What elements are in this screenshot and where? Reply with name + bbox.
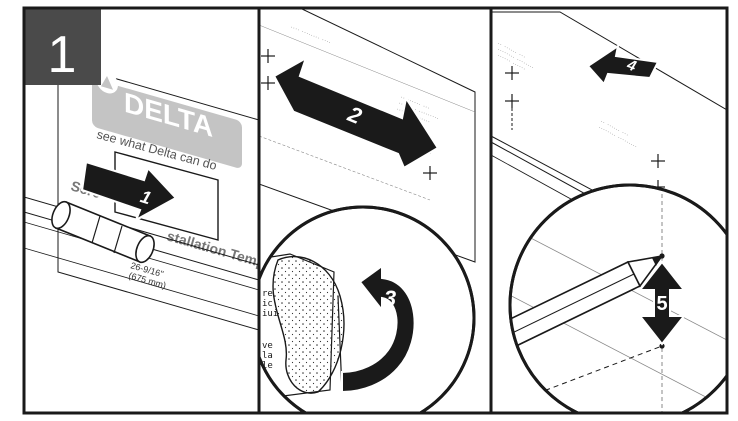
peel-fragment-4: ve [262, 341, 273, 351]
panel-2: ···· ········ ···· ·· ······ ··· ·······… [252, 8, 475, 421]
panel-3: ·· ······ ··· ········ ········ ······ ·… [491, 12, 738, 421]
arrow-3-label: 3 [384, 286, 396, 311]
peel-fragment-3: iui [262, 309, 278, 319]
peel-fragment-2: ic [262, 299, 273, 309]
peel-fragment-1: re [262, 289, 273, 299]
magnifier-circle-pencil: 5 [500, 180, 738, 421]
step-badge: 1 [24, 8, 101, 85]
panel-1: DELTA see what Delta can do Scre stallat… [24, 62, 267, 330]
arrow-5-label: 5 [656, 293, 667, 315]
peel-fragment-5: la [262, 351, 273, 361]
magnifier-circle-peel: re ic iui ve la le 3 [252, 207, 474, 421]
step-number: 1 [48, 26, 77, 84]
